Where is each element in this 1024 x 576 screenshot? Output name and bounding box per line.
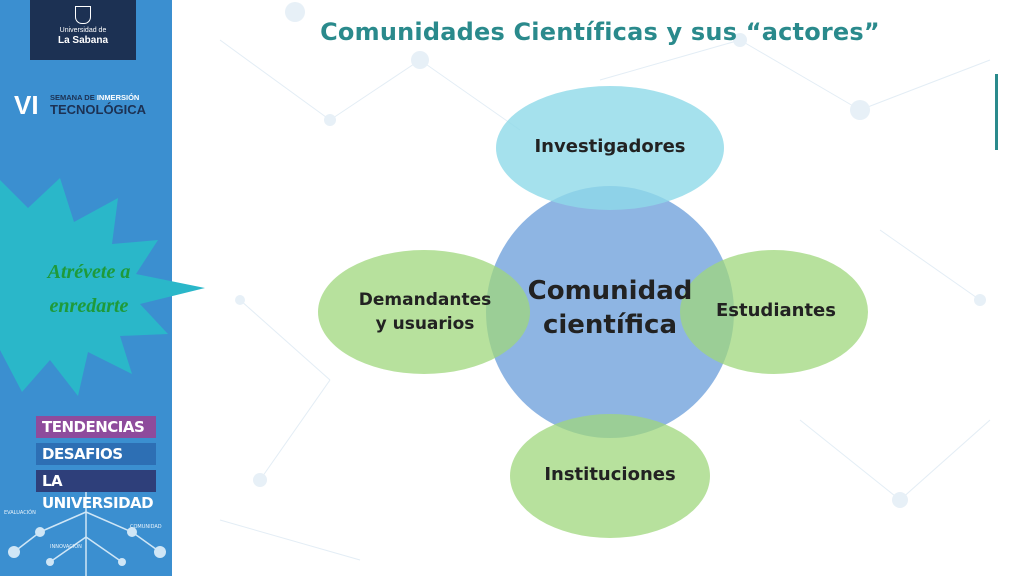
event-line1-b: INMERSIÓN: [96, 93, 140, 102]
center-line2: científica: [542, 310, 678, 340]
tree-illustration: EVALUACIÓN COMUNIDAD INNOVACIÓN: [4, 492, 166, 576]
burst-line1: Atrévete a: [47, 261, 131, 283]
top-label: Investigadores: [534, 136, 686, 157]
banner-universidad: LA UNIVERSIDAD: [36, 470, 156, 512]
center-circle: [486, 186, 734, 438]
left-label: Demandantes y usuarios: [344, 288, 506, 336]
event-line2: TECNOLÓGICA: [50, 102, 147, 117]
right-ellipse: [680, 250, 868, 374]
center-line1: Comunidad: [527, 276, 693, 306]
event-line1-a: SEMANA DE: [50, 93, 97, 102]
tree-label-3: INNOVACIÓN: [50, 543, 82, 550]
bottom-ellipse: [510, 414, 710, 538]
center-label: Comunidad científica: [510, 274, 710, 342]
left-line1: Demandantes: [358, 290, 492, 310]
burst-line2: enredarte: [49, 295, 129, 317]
right-label: Estudiantes: [716, 300, 836, 321]
accent-line: [995, 74, 998, 150]
event-line1: SEMANA DE INMERSIÓN: [50, 93, 139, 102]
slide-title: Comunidades Científicas y sus “actores”: [320, 18, 880, 46]
bottom-label: Instituciones: [544, 464, 676, 485]
tree-label-2: COMUNIDAD: [130, 524, 162, 530]
burst-text: Atrévete a enredarte: [16, 255, 162, 323]
logo-line1: Universidad de: [59, 27, 107, 34]
left-line2: y usuarios: [375, 314, 475, 334]
crest-icon: [75, 6, 91, 24]
starburst-badge: [0, 178, 205, 396]
left-ellipse: [318, 250, 530, 374]
university-logo: Universidad de La Sabana: [30, 0, 136, 60]
top-ellipse: [496, 86, 724, 210]
event-numeral: VI: [14, 90, 39, 120]
tree-label-1: EVALUACIÓN: [4, 509, 36, 516]
logo-line2: La Sabana: [57, 35, 109, 46]
